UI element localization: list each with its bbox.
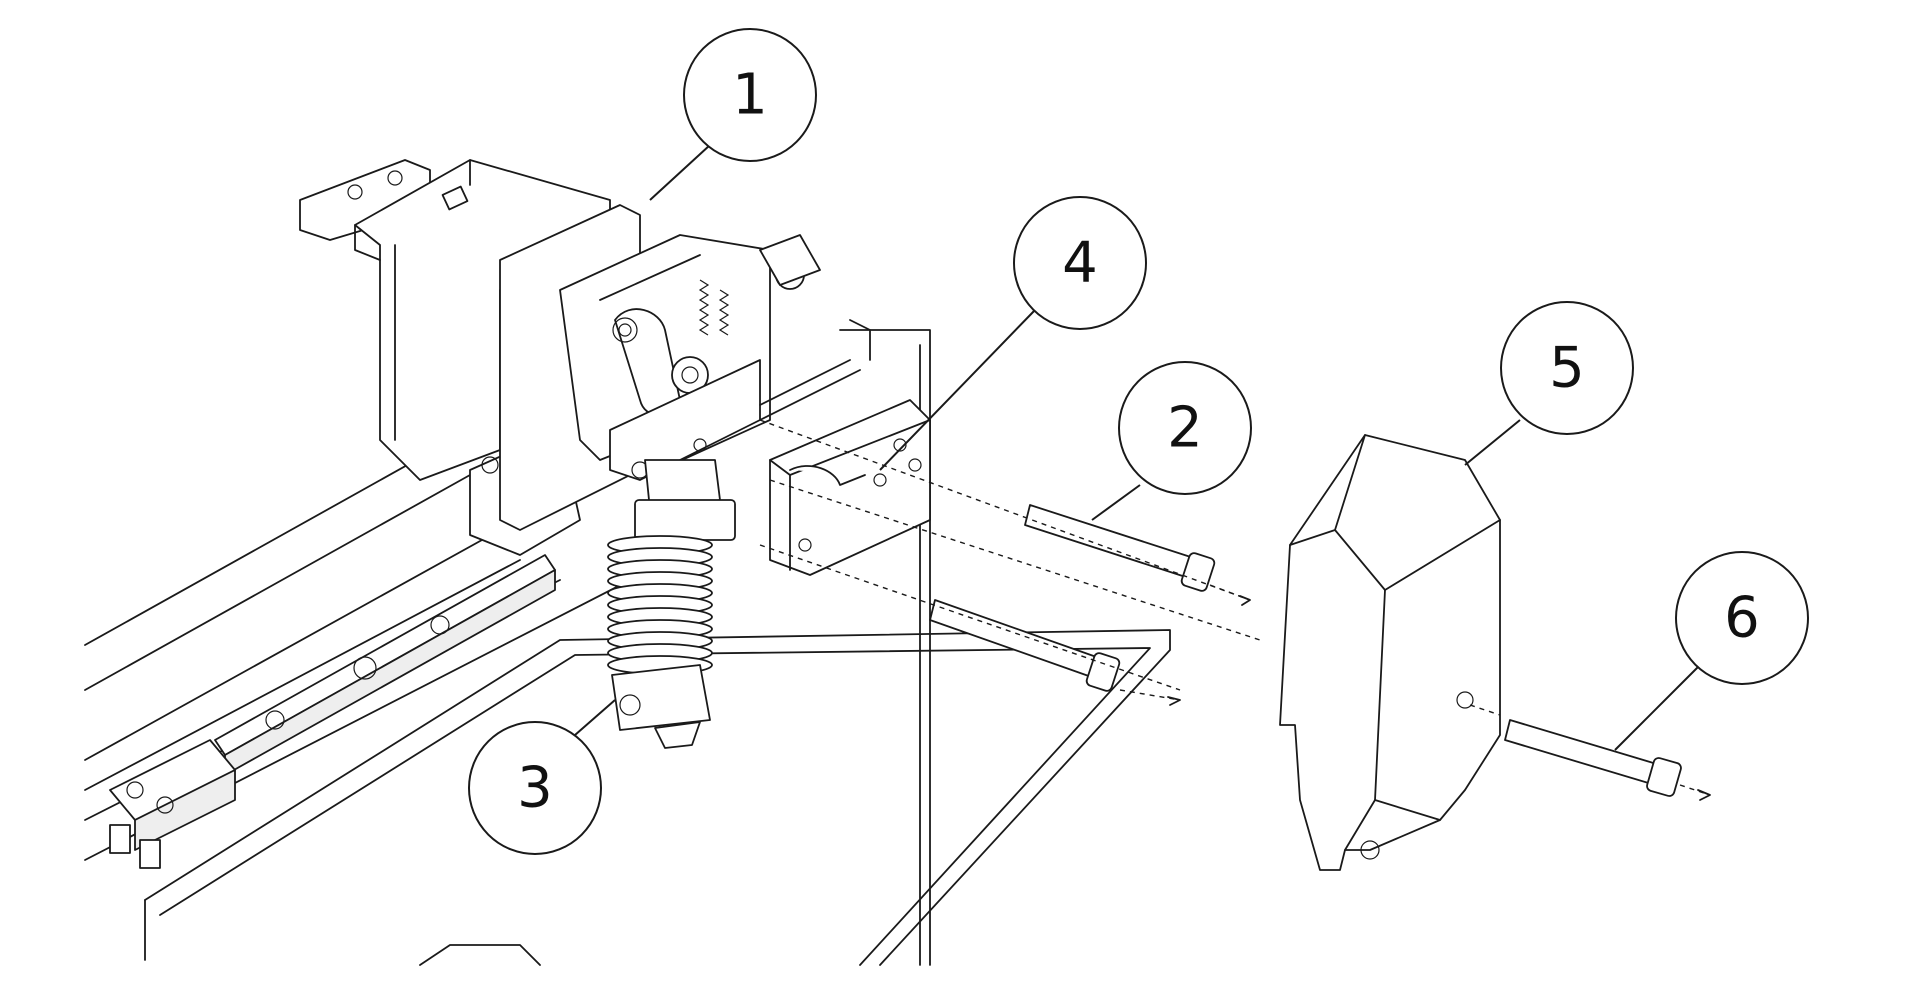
callout-6-circle bbox=[1675, 551, 1809, 685]
callout-5-leader bbox=[1464, 419, 1521, 466]
mount-bracket bbox=[769, 399, 931, 576]
extruder-motor-assembly bbox=[299, 159, 871, 531]
screw-part-6 bbox=[1504, 719, 1682, 797]
callout-2-label: 2 bbox=[1167, 396, 1203, 461]
assembly-guide-lines bbox=[759, 419, 1711, 801]
callout-6-leader bbox=[1614, 664, 1701, 751]
screws-part-2 bbox=[929, 504, 1216, 692]
callout-2-circle bbox=[1118, 361, 1252, 495]
callout-1-label: 1 bbox=[732, 63, 768, 128]
callouts: 1 2 3 4 5 6 bbox=[468, 28, 1809, 855]
cover-part-5 bbox=[1279, 434, 1501, 871]
callout-5-label: 5 bbox=[1549, 336, 1585, 401]
callout-1-circle bbox=[683, 28, 817, 162]
callout-4-circle bbox=[1013, 196, 1147, 330]
callout-4-leader bbox=[879, 309, 1036, 471]
callout-6-label: 6 bbox=[1724, 586, 1760, 651]
callout-2-leader bbox=[1091, 484, 1141, 521]
callout-1-leader bbox=[649, 144, 711, 201]
callout-3-leader bbox=[574, 699, 616, 736]
hotend-heatsink bbox=[607, 459, 736, 749]
callout-3-circle bbox=[468, 721, 602, 855]
callout-3-label: 3 bbox=[517, 756, 553, 821]
callout-4-label: 4 bbox=[1062, 231, 1098, 296]
callout-5-circle bbox=[1500, 301, 1634, 435]
